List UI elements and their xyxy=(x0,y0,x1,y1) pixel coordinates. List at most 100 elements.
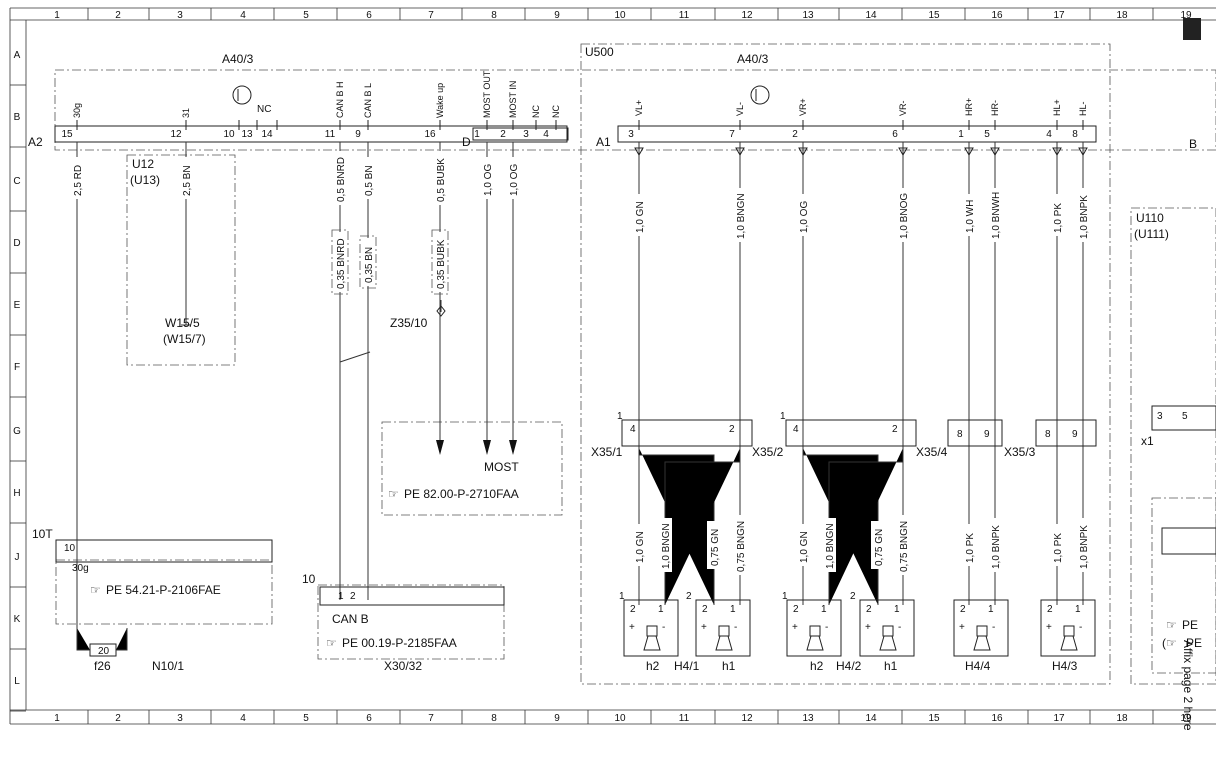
wire-label: 1,0 GN xyxy=(796,524,810,566)
ref-hand-icon: ☞ xyxy=(90,583,101,597)
speaker-pin-number: 2 xyxy=(630,604,636,615)
label-x30-num: 10 xyxy=(302,572,316,586)
pin-number: 16 xyxy=(424,129,436,140)
wire-label-bg xyxy=(361,157,375,199)
column-label-bottom: 4 xyxy=(240,713,246,724)
column-label-bottom: 7 xyxy=(428,713,434,724)
column-label-bottom: 17 xyxy=(1053,713,1065,724)
wire-label-frame xyxy=(359,235,377,289)
wire-label-bg xyxy=(962,194,976,236)
wire-label: 0,35 BN xyxy=(361,238,375,286)
pin-label: NC xyxy=(531,105,541,118)
connector-boxes xyxy=(621,419,1097,447)
transistor-icon xyxy=(232,85,770,105)
side-note: Affix page 2 here xyxy=(1181,640,1195,731)
wire-label-bg xyxy=(822,518,836,572)
column-label-top: 5 xyxy=(303,10,309,21)
module-outlines xyxy=(54,43,1216,685)
label-x35-1: X35/1 xyxy=(591,445,623,459)
pin-number: 6 xyxy=(892,129,898,140)
label-n10-30g: 30g xyxy=(72,563,89,574)
wire-label: 2,5 RD xyxy=(70,157,84,199)
wire-label-bg xyxy=(433,151,447,205)
speaker-pin-number: 2 xyxy=(702,604,708,615)
pin-number: 2 xyxy=(500,129,506,140)
wire-label-text: 1,0 PK xyxy=(1053,203,1064,233)
speaker-polarity: - xyxy=(992,622,995,633)
column-label-top: 9 xyxy=(554,10,560,21)
connector-labels: X35/1 X35/2 X35/4 X35/3 xyxy=(591,445,1036,459)
label-most: MOST xyxy=(484,460,519,474)
wire-label-bg xyxy=(796,524,810,566)
wire-label-bg xyxy=(962,524,976,566)
wire-label-bg xyxy=(433,232,447,292)
ref-hand-icon: ☞ xyxy=(1166,618,1177,632)
column-label-bottom: 10 xyxy=(614,713,626,724)
pin-number: 9 xyxy=(355,129,361,140)
label-x35-3: X35/3 xyxy=(1004,445,1036,459)
wire-terminal xyxy=(634,147,644,157)
connector-pin-number: 1 xyxy=(780,411,786,422)
wire-label-bg xyxy=(1076,188,1090,242)
pin-number: 15 xyxy=(61,129,73,140)
speaker-pin-number: 1 xyxy=(821,604,827,615)
column-label-top: 3 xyxy=(177,10,183,21)
row-label: K xyxy=(14,614,21,625)
column-label-bottom: 19 xyxy=(1180,713,1192,724)
label-u110-pin3: 3 xyxy=(1157,411,1163,422)
speaker-polarity: + xyxy=(629,622,635,633)
pin-label: HR+ xyxy=(964,98,974,116)
wire-label-bg xyxy=(896,515,910,575)
speaker-h1-a: h1 xyxy=(722,659,736,673)
column-label-bottom: 18 xyxy=(1116,713,1128,724)
wire-label: 1,0 OG xyxy=(480,157,494,199)
wire-label: 1,0 BNWH xyxy=(988,188,1002,242)
ref-pe-54: PE 54.21-P-2106FAE xyxy=(106,583,221,597)
speaker-polarity: - xyxy=(662,622,665,633)
speaker-group-number: 1 xyxy=(619,591,625,602)
connector-pin-number: 1 xyxy=(617,411,623,422)
pin-label: MOST OUT xyxy=(482,70,492,118)
wire-terminal xyxy=(798,147,808,157)
column-label-bottom: 1 xyxy=(54,713,60,724)
wire-label-bg xyxy=(988,188,1002,242)
wire-label-text: 2,5 RD xyxy=(73,165,84,196)
wire-label: 0,75 BNGN xyxy=(896,515,910,575)
connector-pin-number: 9 xyxy=(1072,429,1078,440)
wire-label-text: 1,0 BNPK xyxy=(1079,525,1090,569)
speaker-polarity: + xyxy=(959,622,965,633)
module-u110: U110 xyxy=(1136,211,1164,225)
speaker-polarity: - xyxy=(734,622,737,633)
wire-label-text: 1,0 OG xyxy=(509,164,520,196)
module-u13: (U13) xyxy=(130,173,160,187)
wire-label: 1,0 BNGN xyxy=(822,518,836,572)
wire-label-text: 1,0 BNGN xyxy=(661,523,672,569)
wire-label: 1,0 WH xyxy=(962,194,976,236)
label-n10-1: N10/1 xyxy=(152,659,184,673)
wire-label: 1,0 BNOG xyxy=(896,188,910,242)
column-label-bottom: 2 xyxy=(115,713,121,724)
pin-label: NC xyxy=(551,105,561,118)
label-w15-7: (W15/7) xyxy=(163,332,206,346)
column-label-bottom: 9 xyxy=(554,713,560,724)
speaker-polarity: - xyxy=(825,622,828,633)
wire-label-bg xyxy=(179,157,193,199)
wire-label: 0,35 BUBK xyxy=(433,232,447,292)
column-label-bottom: 13 xyxy=(802,713,814,724)
column-label-top: 13 xyxy=(802,10,814,21)
wire-label: 0,5 BN xyxy=(361,157,375,199)
pin-label: CAN B L xyxy=(363,83,373,118)
pin-number: 10 xyxy=(223,129,235,140)
wire-label-text: 0,35 BUBK xyxy=(436,239,447,289)
connector-pin-number: 9 xyxy=(984,429,990,440)
pin-label: Wake up xyxy=(435,83,445,118)
column-label-top: 8 xyxy=(491,10,497,21)
speaker-h2-b: h2 xyxy=(810,659,824,673)
column-label-top: 14 xyxy=(865,10,877,21)
row-label: H xyxy=(13,488,20,499)
speaker-pin-number: 1 xyxy=(730,604,736,615)
